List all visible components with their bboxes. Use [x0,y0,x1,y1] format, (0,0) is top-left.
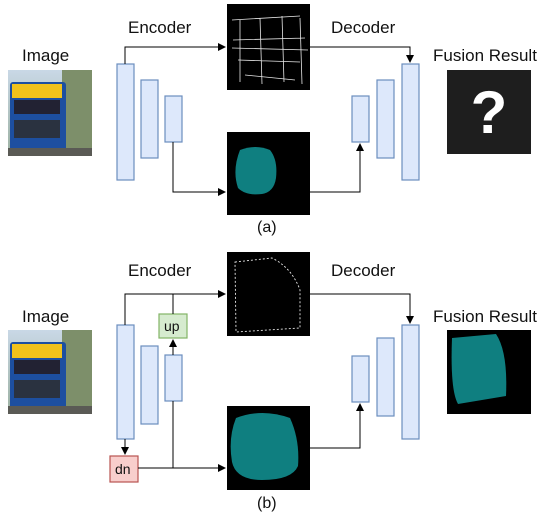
up-box [158,313,188,339]
decoder-block-3a [401,63,420,181]
arrow-mask-to-decoder-a [310,143,364,193]
decoder-block-2a [376,79,395,159]
bus-image-b [8,330,92,414]
arrow-encoder-to-mask-a [172,142,226,196]
fusion-label-b: Fusion Result [433,307,537,326]
arrow-encoder-to-edge-b [124,290,226,325]
image-label-b: Image [22,307,70,326]
encoder-label-a: Encoder [128,18,192,37]
decoder-block-2b [376,337,395,417]
decoder-label-b: Decoder [331,261,396,280]
image-label-a: Image [22,46,70,65]
decoder-block-3b [401,324,420,440]
dn-box [109,455,139,483]
caption-a: (a) [257,219,277,236]
decoder-block-1a [351,95,370,143]
encoder-block-3b [164,354,183,402]
up-label: up [164,318,180,334]
encoder-block-2a [140,79,159,159]
fusion-label-a: Fusion Result [433,46,537,65]
decoder-label-a: Decoder [331,18,396,37]
fusion-result-placeholder-a: ? [447,70,531,154]
encoder-block-3a [164,95,183,143]
arrow-edge-to-decoder-b [310,293,414,324]
dn-label: dn [115,461,131,477]
decoder-block-1b [351,355,370,403]
mask-image-a [227,132,310,215]
arrow-encoder-to-edge-a [124,43,226,64]
mask-image-b [227,406,310,490]
encoder-label-b: Encoder [128,261,192,280]
fusion-result-image-b [447,330,531,414]
encoder-block-1a [116,63,135,181]
encoder-block-2b [140,345,159,425]
arrow-mask-to-decoder-b [310,403,364,449]
edge-feature-image-a [227,4,310,90]
edge-feature-image-b [227,252,310,336]
caption-b: (b) [257,495,277,512]
arrow-edge-to-decoder-a [310,46,414,63]
encoder-block-1b [116,324,135,440]
bus-image-a [8,70,92,156]
